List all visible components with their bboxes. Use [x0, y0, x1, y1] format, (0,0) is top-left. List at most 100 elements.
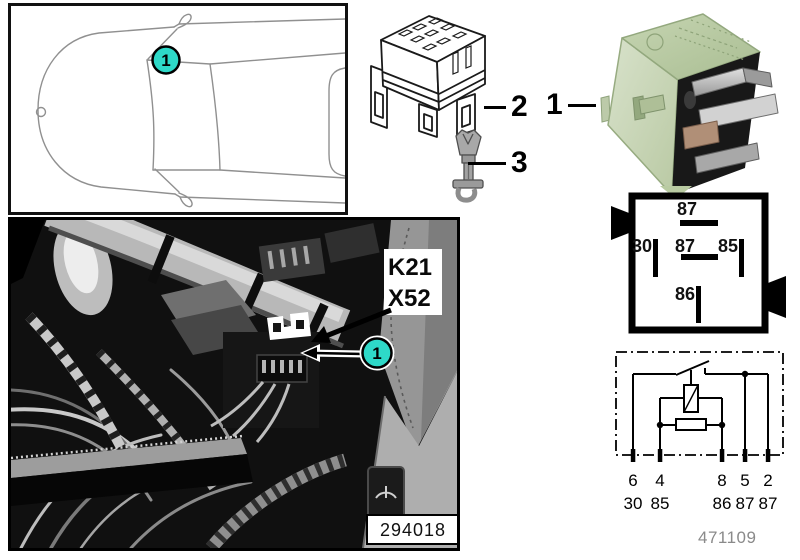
svg-text:4: 4 [655, 471, 664, 490]
junction-dots [656, 370, 749, 429]
item-1-number[interactable]: 1 [546, 88, 563, 121]
sunroof-panel [328, 67, 345, 177]
connector-pins [262, 360, 302, 373]
item-3-number[interactable]: 3 [511, 146, 528, 179]
bulb-hook [455, 187, 478, 203]
relay-molded-markings [646, 19, 752, 61]
pinout-label-bottom: 86 [675, 284, 695, 304]
label-arrow-head [311, 326, 331, 343]
relay-latch [632, 94, 666, 121]
relay-code-label: K21 [388, 254, 432, 281]
callout-item-2[interactable]: 2 [484, 90, 528, 124]
car-location-badge-number[interactable]: 1 [161, 51, 170, 70]
windshield-header [146, 59, 221, 171]
pinout-label-right: 85 [718, 236, 738, 256]
schematic-boundary [615, 351, 784, 456]
document-number: 471109 [698, 528, 757, 547]
photo-badge-ring [359, 335, 395, 371]
socket-rail-line1 [382, 69, 486, 95]
wiper-switch [367, 466, 405, 520]
location-photo-panel: K21 X52 1 294018 [8, 217, 460, 551]
svg-text:2: 2 [763, 471, 772, 490]
hood-nozzle [35, 106, 47, 118]
coil-diagonal [683, 384, 699, 413]
schematic-terminal-numbers: 30 85 86 87 87 [624, 494, 778, 513]
component-label-box [384, 249, 442, 315]
relay-photo-drawing [600, 13, 779, 196]
relay-bracket-hole-2 [296, 320, 304, 329]
pinout-bar-center [681, 254, 718, 260]
svg-text:86: 86 [713, 494, 732, 513]
highlight-blob-core [63, 230, 99, 294]
bulb-socket-drawing [452, 129, 484, 203]
socket-rail-line2 [382, 77, 486, 103]
relay-circuit-schematic: 6 4 8 5 2 30 85 86 87 87 [615, 351, 784, 513]
svg-text:5: 5 [740, 471, 749, 490]
terminal-marks [630, 449, 771, 462]
callout-item-3[interactable]: 3 [468, 146, 528, 180]
bulb-crown-notch [462, 133, 474, 145]
pinout-label-top: 87 [677, 199, 697, 219]
connector-wires [210, 381, 291, 443]
image-number-plate [366, 514, 457, 545]
badge-arrow-shaft [313, 351, 364, 356]
schematic-pin-numbers: 6 4 8 5 2 [628, 471, 772, 490]
relay-pin-1-tip [742, 67, 773, 88]
wiper-icon [375, 486, 397, 499]
svg-text:87: 87 [759, 494, 778, 513]
right-mirror [178, 192, 193, 208]
sill-fuzz [11, 434, 244, 460]
item-1-leader-line [567, 103, 596, 107]
pinout-key-tab-right [768, 276, 786, 318]
car-body-outline [37, 26, 176, 195]
upper-connector-blocks [258, 223, 380, 283]
car-top-edge [173, 18, 345, 28]
location-photo: K21 X52 1 294018 [11, 220, 457, 548]
socket-leg-left-hole [374, 91, 384, 119]
car-location-badge-circle[interactable] [151, 45, 181, 75]
car-top-view-drawing: 1 [35, 13, 345, 208]
car-location-panel: 1 [8, 3, 348, 215]
pinout-label-left: 30 [632, 236, 652, 256]
socket-leg-mid-hole [423, 113, 433, 132]
roof-rails [209, 52, 345, 179]
sill-shadow [11, 454, 253, 506]
relay-pin-4 [694, 142, 760, 174]
pinout-bar-right [739, 239, 744, 277]
resistor-symbol [675, 418, 707, 431]
badge-arrow-head [303, 347, 317, 359]
pinout-bar-bottom [696, 286, 701, 323]
photo-badge-number[interactable]: 1 [372, 344, 381, 363]
svg-text:30: 30 [624, 494, 643, 513]
label-arrow-shaft [325, 307, 392, 339]
svg-text:8: 8 [717, 471, 726, 490]
car-bottom-edge [174, 193, 345, 204]
windshield-front-edge [146, 59, 155, 171]
dark-corner [11, 220, 45, 284]
tube-highlight [85, 220, 344, 323]
socket-hole [684, 91, 696, 109]
relay-bracket-white [267, 312, 311, 340]
relay-socket-drawing [370, 15, 486, 138]
relay-pinout-diagram: 87 30 87 85 86 [611, 186, 786, 334]
connector-code-label: X52 [388, 285, 431, 312]
svg-text:6: 6 [628, 471, 637, 490]
relay-bracket-hole-1 [273, 323, 281, 332]
sill-rail [11, 438, 247, 478]
photo-badge-circle[interactable] [361, 337, 393, 369]
pinout-bar-left [653, 239, 658, 277]
relay-pin-2 [698, 93, 779, 130]
callout-item-1[interactable]: 1 [546, 88, 596, 122]
socket-leg-right-hole [461, 104, 471, 128]
harness-conduit-tube [44, 220, 351, 346]
pinout-key-tab-left [611, 206, 629, 240]
svg-text:85: 85 [651, 494, 670, 513]
bulb-flange [452, 179, 484, 189]
pinout-bar-top [680, 220, 718, 226]
svg-text:87: 87 [736, 494, 755, 513]
pinout-label-center: 87 [675, 236, 695, 256]
item-2-number[interactable]: 2 [511, 90, 528, 123]
item-3-leader-line [468, 161, 506, 165]
a-pillar-right [154, 168, 180, 193]
